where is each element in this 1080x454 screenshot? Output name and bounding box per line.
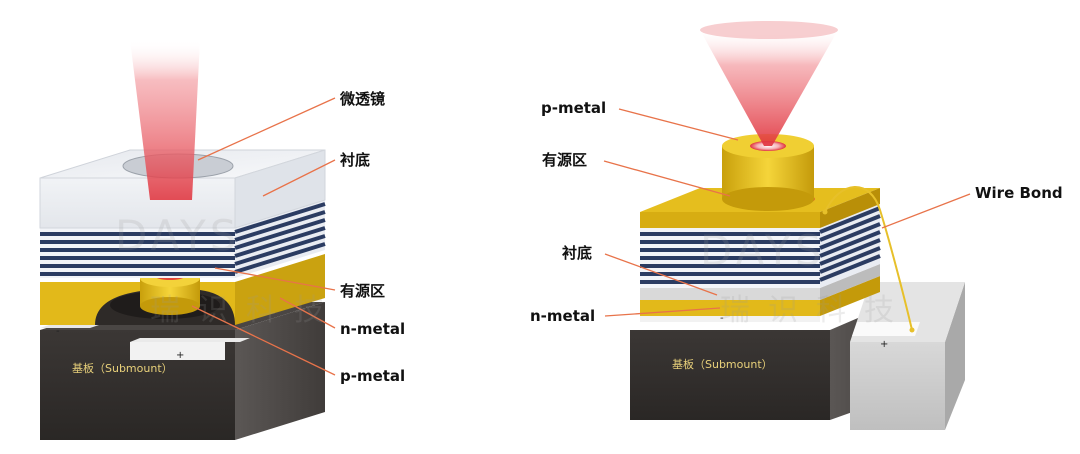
watermark-brand-left: DAYS — [115, 211, 240, 260]
left-submount-label: 基板（Submount） — [72, 361, 173, 375]
right-dbr-stack — [640, 204, 881, 288]
right-label-substrate: 衬底 — [562, 244, 592, 262]
left-diagram: 基板（Submount） - + — [39, 40, 405, 440]
right-label-p-metal: p-metal — [541, 99, 606, 117]
right-pad-plus: + — [880, 339, 888, 350]
watermark-chinese-left: 瑞识科技 — [150, 293, 342, 328]
right-pad-minus: - — [720, 313, 724, 324]
left-label-n-metal: n-metal — [340, 320, 405, 338]
left-leader-lines — [191, 97, 336, 376]
right-wire-bond — [824, 186, 913, 331]
right-laser-cone — [700, 30, 838, 146]
left-label-p-metal: p-metal — [340, 367, 405, 385]
watermark-brand-right: DAYS — [700, 226, 825, 275]
right-n-metal-layer: - — [640, 276, 880, 324]
right-submount-label: 基板（Submount） — [672, 357, 773, 371]
left-label-substrate: 衬底 — [340, 151, 370, 169]
left-label-active-region: 有源区 — [340, 282, 385, 300]
right-label-active-region: 有源区 — [542, 151, 587, 169]
right-diagram: 基板（Submount） + - — [530, 21, 1063, 430]
left-pad-plus: + — [176, 350, 184, 361]
left-dbr-stack — [40, 200, 326, 278]
watermark-chinese-right: 瑞识科技 — [720, 293, 912, 328]
right-leader-lines — [603, 108, 971, 317]
right-substrate-layer — [640, 264, 880, 300]
right-label-wire-bond: Wire Bond — [975, 184, 1063, 202]
left-laser-beam — [130, 40, 200, 200]
right-label-n-metal: n-metal — [530, 307, 595, 325]
watermark: DAYS 瑞识科技 DAYS 瑞识科技 — [115, 211, 912, 328]
left-pad-minus: - — [56, 326, 60, 337]
left-label-microlens: 微透镜 — [339, 90, 385, 108]
